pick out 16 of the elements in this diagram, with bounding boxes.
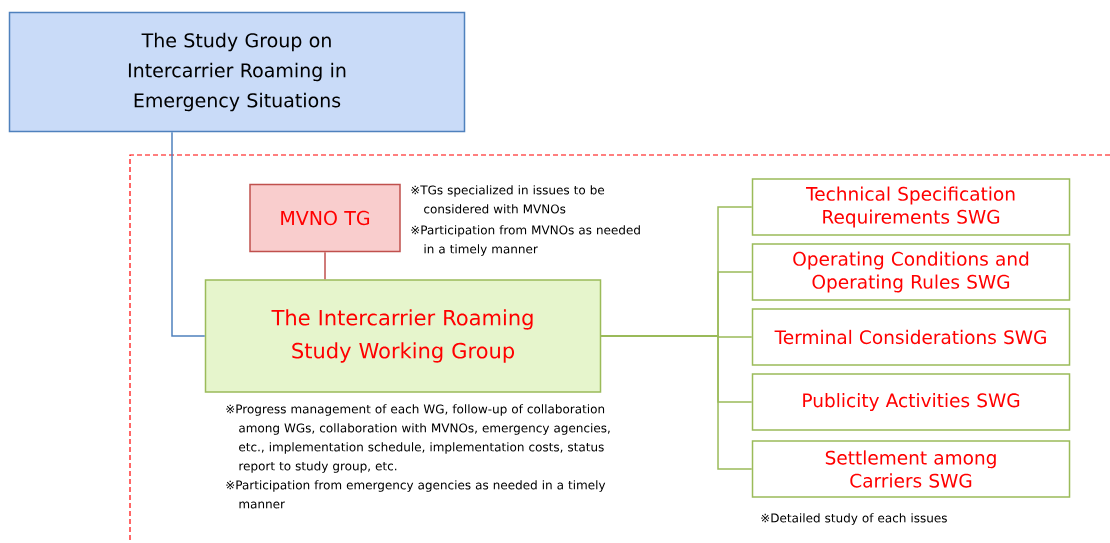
- subgroup-box: Technical Specification Requirements SWG: [751, 178, 1071, 236]
- subgroup-box: Publicity Activities SWG: [751, 373, 1071, 431]
- note-text: ※TGs specialized in issues to be considered with MVNOs: [411, 185, 605, 214]
- connector-line: [324, 251, 326, 280]
- note-text: ※Progress management of each WG, follow-up of collaboration among WGs, collaboration with MVNOs, emergency agencies, etc., implementation schedule, implementation costs, status report to study group, etc.: [226, 404, 610, 473]
- group-box: The Study Group on Intercarrier Roaming in Emergency Situations: [8, 11, 466, 133]
- subgroup-box: Settlement among Carriers SWG: [751, 440, 1071, 498]
- note-text: ※Participation from MVNOs as needed in a timely manner: [411, 225, 640, 256]
- subgroup-box: Terminal Considerations SWG: [751, 308, 1071, 366]
- working-group-box: The Intercarrier Roaming Study Working Group: [204, 279, 602, 393]
- subgroup-box: Operating Conditions and Operating Rules SWG: [751, 243, 1071, 301]
- task-group-box: MVNO TG: [249, 183, 401, 253]
- connector-line: [171, 131, 206, 337]
- note-text: ※Detailed study of each issues: [761, 513, 947, 525]
- connector-line: [600, 335, 753, 470]
- note-text: ※Participation from emergency agencies as needed in a timely manner: [226, 480, 606, 509]
